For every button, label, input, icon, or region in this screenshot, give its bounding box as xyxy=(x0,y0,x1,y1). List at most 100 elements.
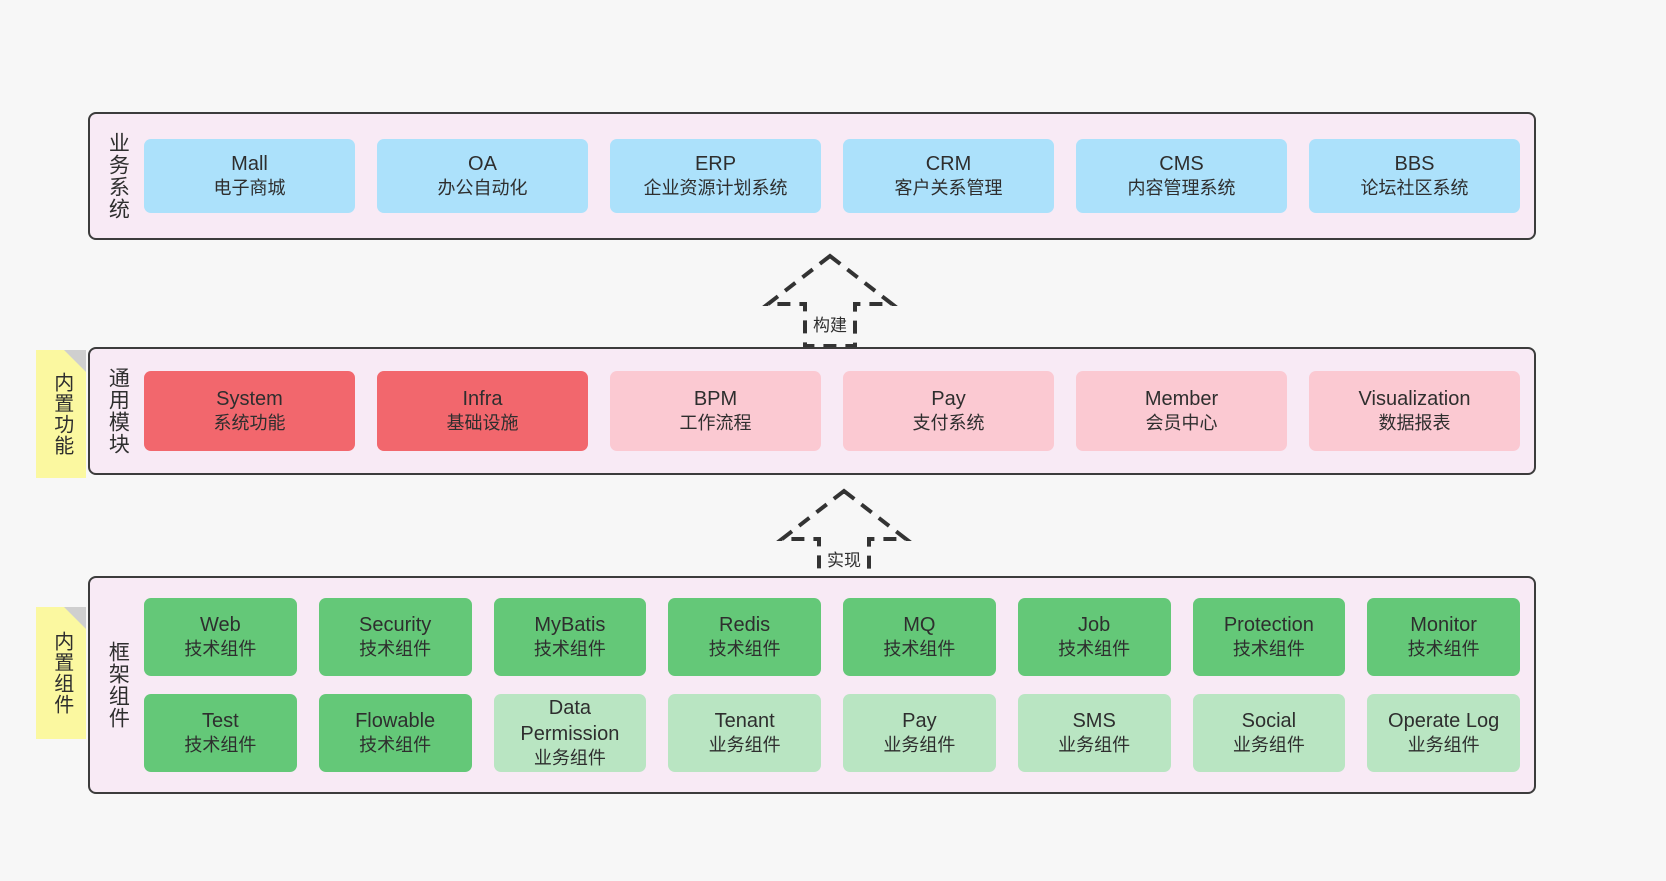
sticky-note-label: 内置功能 xyxy=(50,372,73,456)
business-box-cms[interactable]: CMS 内容管理系统 xyxy=(1076,139,1287,213)
framework-box-desc: 业务组件 xyxy=(1232,735,1305,756)
framework-components-panel: 框架组件 Web 技术组件 Security 技术组件 MyBatis 技术组件… xyxy=(88,576,1536,794)
business-box-title: Mall xyxy=(231,153,268,176)
module-box-desc: 系统功能 xyxy=(213,413,286,434)
business-box-title: CRM xyxy=(925,153,972,176)
framework-box-job[interactable]: Job 技术组件 xyxy=(1017,598,1171,676)
framework-box-flowable[interactable]: Flowable 技术组件 xyxy=(318,694,472,772)
framework-box-desc: 技术组件 xyxy=(184,639,257,660)
framework-box-protection[interactable]: Protection 技术组件 xyxy=(1192,598,1346,676)
business-box-oa[interactable]: OA 办公自动化 xyxy=(377,139,588,213)
business-systems-body: Mall 电子商城 OA 办公自动化 ERP 企业资源计划系统 CRM 客户关系… xyxy=(144,114,1534,238)
framework-box-title: Tenant xyxy=(714,710,775,733)
module-box-member[interactable]: Member 会员中心 xyxy=(1076,371,1287,451)
framework-box-title: Redis xyxy=(719,614,771,637)
business-box-desc: 电子商城 xyxy=(213,178,286,199)
module-box-bpm[interactable]: BPM 工作流程 xyxy=(610,371,821,451)
framework-box-title: MyBatis xyxy=(534,614,606,637)
module-box-title: Infra xyxy=(462,388,503,411)
framework-box-title: MQ xyxy=(903,614,936,637)
framework-box-social[interactable]: Social 业务组件 xyxy=(1192,694,1346,772)
module-box-pay[interactable]: Pay 支付系统 xyxy=(843,371,1054,451)
framework-box-desc: 技术组件 xyxy=(1407,639,1480,660)
framework-components-body: Web 技术组件 Security 技术组件 MyBatis 技术组件 Redi… xyxy=(144,578,1534,792)
framework-box-desc: 业务组件 xyxy=(1058,735,1131,756)
generalization-arrow-build-icon xyxy=(762,253,898,348)
module-box-title: System xyxy=(216,388,283,411)
framework-box-desc: 业务组件 xyxy=(533,748,606,769)
framework-box-desc: 技术组件 xyxy=(1058,639,1131,660)
common-modules-panel: 通用模块 System 系统功能 Infra 基础设施 BPM 工作流程 Pay… xyxy=(88,347,1536,475)
module-box-desc: 会员中心 xyxy=(1145,413,1218,434)
framework-box-tenant[interactable]: Tenant 业务组件 xyxy=(668,694,821,772)
framework-box-operate-log[interactable]: Operate Log 业务组件 xyxy=(1367,694,1520,772)
framework-box-title: Web xyxy=(199,614,241,637)
business-box-title: ERP xyxy=(694,153,737,176)
framework-box-title: Job xyxy=(1078,614,1111,637)
business-box-desc: 企业资源计划系统 xyxy=(643,178,788,199)
framework-box-title: Social xyxy=(1241,710,1297,733)
common-modules-row: System 系统功能 Infra 基础设施 BPM 工作流程 Pay 支付系统… xyxy=(144,371,1520,451)
business-box-crm[interactable]: CRM 客户关系管理 xyxy=(843,139,1054,213)
framework-box-monitor[interactable]: Monitor 技术组件 xyxy=(1367,598,1520,676)
module-box-desc: 数据报表 xyxy=(1378,413,1451,434)
business-systems-label: 业务系统 xyxy=(106,132,130,220)
business-box-mall[interactable]: Mall 电子商城 xyxy=(144,139,355,213)
framework-box-desc: 技术组件 xyxy=(359,735,432,756)
business-box-bbs[interactable]: BBS 论坛社区系统 xyxy=(1309,139,1520,213)
framework-box-desc: 业务组件 xyxy=(883,735,956,756)
sticky-note-label: 内置组件 xyxy=(50,631,73,715)
sticky-note-built-in-components: 内置组件 xyxy=(36,607,86,739)
sticky-note-built-in-features: 内置功能 xyxy=(36,350,86,478)
framework-box-redis[interactable]: Redis 技术组件 xyxy=(668,598,821,676)
common-modules-body: System 系统功能 Infra 基础设施 BPM 工作流程 Pay 支付系统… xyxy=(144,349,1534,473)
module-box-desc: 工作流程 xyxy=(679,413,752,434)
business-systems-panel: 业务系统 Mall 电子商城 OA 办公自动化 ERP 企业资源计划系统 CRM… xyxy=(88,112,1536,240)
framework-box-web[interactable]: Web 技术组件 xyxy=(144,598,297,676)
generalization-arrow-build: 构建 xyxy=(755,252,905,348)
business-box-title: OA xyxy=(468,153,497,176)
framework-box-title: Pay xyxy=(902,710,937,733)
framework-box-sms[interactable]: SMS 业务组件 xyxy=(1017,694,1171,772)
framework-box-title: Security xyxy=(359,614,432,637)
business-box-desc: 办公自动化 xyxy=(437,178,528,199)
framework-components-row-1: Web 技术组件 Security 技术组件 MyBatis 技术组件 Redi… xyxy=(144,598,1520,676)
generalization-arrow-implement: 实现 xyxy=(769,487,919,583)
common-modules-label: 通用模块 xyxy=(106,367,130,455)
framework-box-title: Flowable xyxy=(355,710,436,733)
module-box-title: Member xyxy=(1144,388,1219,411)
framework-box-mybatis[interactable]: MyBatis 技术组件 xyxy=(493,598,647,676)
module-box-infra[interactable]: Infra 基础设施 xyxy=(377,371,588,451)
framework-box-title: Protection xyxy=(1223,614,1314,637)
module-box-title: Visualization xyxy=(1358,388,1471,411)
framework-box-test[interactable]: Test 技术组件 xyxy=(144,694,297,772)
framework-box-desc: 技术组件 xyxy=(184,735,257,756)
framework-box-security[interactable]: Security 技术组件 xyxy=(318,598,472,676)
framework-box-title: Operate Log xyxy=(1388,710,1500,733)
framework-components-row-2: Test 技术组件 Flowable 技术组件 Data Permission … xyxy=(144,694,1520,772)
business-box-erp[interactable]: ERP 企业资源计划系统 xyxy=(610,139,821,213)
framework-box-desc: 技术组件 xyxy=(883,639,956,660)
module-box-desc: 支付系统 xyxy=(912,413,985,434)
business-box-title: BBS xyxy=(1394,153,1435,176)
framework-box-desc: 技术组件 xyxy=(359,639,432,660)
framework-box-desc: 技术组件 xyxy=(708,639,781,660)
framework-box-pay[interactable]: Pay 业务组件 xyxy=(843,694,996,772)
framework-box-mq[interactable]: MQ 技术组件 xyxy=(843,598,996,676)
framework-box-title: SMS xyxy=(1072,710,1116,733)
framework-box-title: Monitor xyxy=(1410,614,1477,637)
framework-components-label: 框架组件 xyxy=(106,641,130,729)
business-box-desc: 客户关系管理 xyxy=(894,178,1003,199)
framework-box-data-permission[interactable]: Data Permission 业务组件 xyxy=(493,694,647,772)
framework-box-desc: 技术组件 xyxy=(533,639,606,660)
module-box-title: Pay xyxy=(931,388,966,411)
business-box-desc: 论坛社区系统 xyxy=(1360,178,1469,199)
module-box-title: BPM xyxy=(693,388,738,411)
module-box-visualization[interactable]: Visualization 数据报表 xyxy=(1309,371,1520,451)
framework-box-desc: 业务组件 xyxy=(708,735,781,756)
business-systems-row: Mall 电子商城 OA 办公自动化 ERP 企业资源计划系统 CRM 客户关系… xyxy=(144,139,1520,213)
module-box-desc: 基础设施 xyxy=(446,413,519,434)
framework-box-desc: 技术组件 xyxy=(1232,639,1305,660)
module-box-system[interactable]: System 系统功能 xyxy=(144,371,355,451)
